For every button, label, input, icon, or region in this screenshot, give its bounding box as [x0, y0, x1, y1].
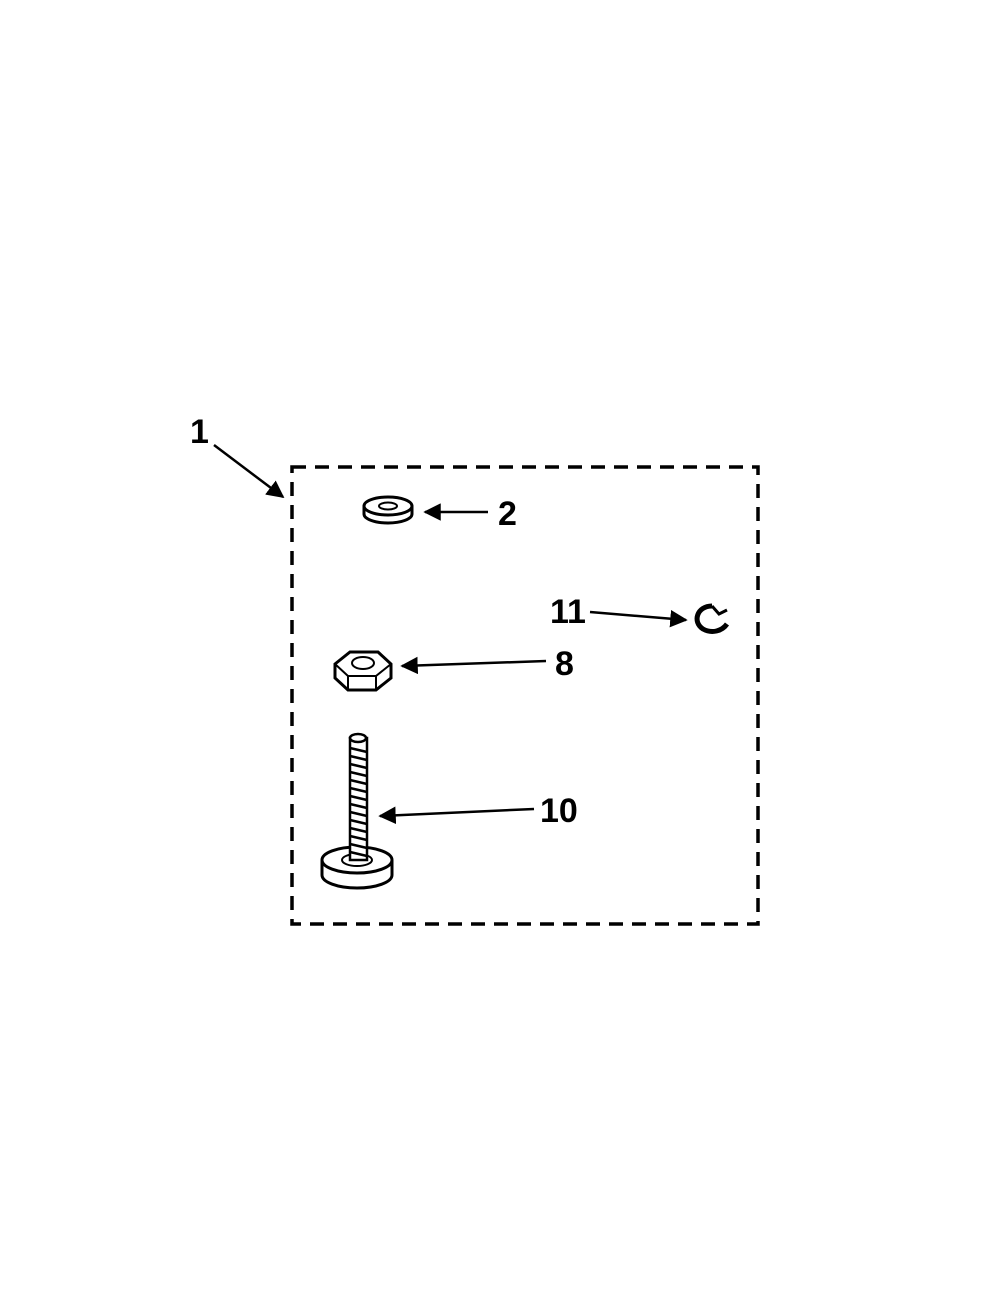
callout-kit-label: 1 — [190, 413, 209, 451]
callout-kit-leader — [213, 444, 285, 499]
callout-bolt-leader — [378, 806, 535, 825]
kit-boundary — [290, 465, 760, 926]
callout-bolt-label: 10 — [540, 792, 578, 830]
callout-washer-label: 2 — [498, 495, 517, 533]
washer-part — [362, 495, 414, 525]
callout-nut-leader — [400, 656, 547, 675]
callout-clip-label: 11 — [550, 593, 586, 631]
callout-clip-leader — [589, 609, 688, 628]
callout-nut-label: 8 — [555, 645, 574, 683]
clip-part — [694, 603, 730, 634]
nut-part — [333, 650, 393, 692]
bolt-part — [320, 732, 394, 890]
